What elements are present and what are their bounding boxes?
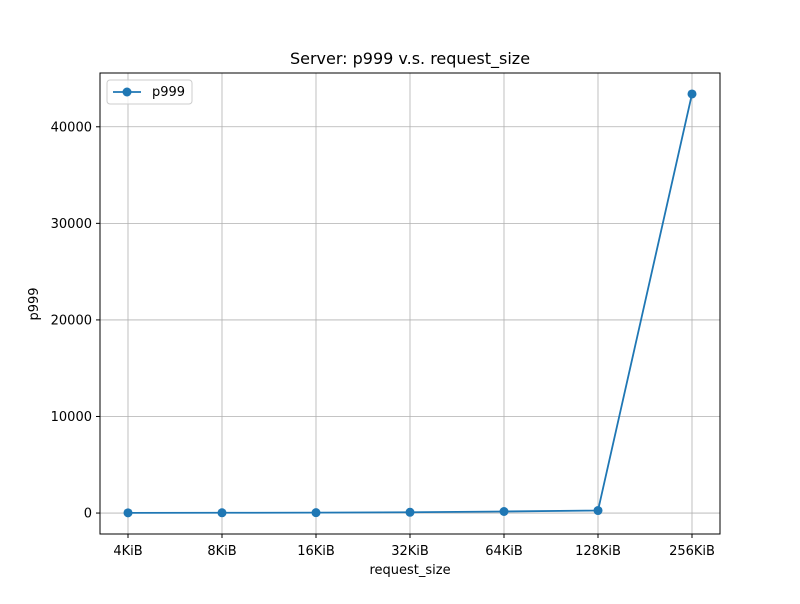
y-tick-label: 20000 [51,313,92,328]
data-point [687,89,697,99]
x-tick-label: 8KiB [207,544,236,559]
legend-marker-swatch [122,87,132,97]
data-point [217,508,227,518]
y-tick-label: 10000 [51,410,92,425]
y-tick-label: 40000 [51,120,92,135]
chart-title: Server: p999 v.s. request_size [290,49,530,69]
data-point [311,508,321,518]
grid [100,73,720,534]
data-point [405,507,415,517]
x-tick-label: 4KiB [113,544,142,559]
y-axis-label: p999 [27,287,42,320]
x-tick-label: 64KiB [485,544,523,559]
x-tick-label: 16KiB [297,544,335,559]
plot-area-frame [99,72,721,535]
legend-label-p999: p999 [152,85,185,100]
series-layer [123,89,697,518]
x-axis-label: request_size [369,563,450,578]
x-tick-label: 128KiB [575,544,621,559]
legend-frame [106,79,193,105]
y-tick-label: 0 [84,507,92,522]
data-point [499,507,509,517]
legend: p999 [106,79,193,105]
x-tick-label: 32KiB [391,544,429,559]
axis-ticks: 4KiB 8KiB 16KiB 32KiB 64KiB 128KiB 256KiB 0 1000… [51,120,715,559]
y-tick-label: 30000 [51,217,92,232]
data-point [123,508,133,518]
data-point [593,506,603,516]
x-tick-label: 256KiB [669,544,715,559]
